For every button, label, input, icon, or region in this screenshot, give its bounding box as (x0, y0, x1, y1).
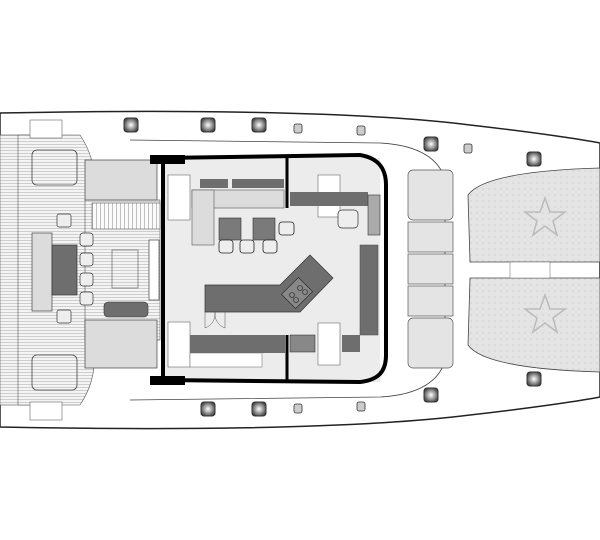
aft-step-bottom (29, 401, 63, 421)
cockpit-dining-table (51, 244, 78, 296)
trampoline-starboard (467, 277, 600, 373)
dark-counter-top (290, 192, 368, 206)
starfish-logo (522, 195, 568, 334)
centre-beam (509, 261, 551, 279)
helm-console (367, 194, 381, 236)
aft-hatch-top (31, 149, 78, 186)
cockpit-lounger (111, 249, 139, 289)
cooktop (281, 277, 313, 309)
galley-sink (289, 334, 316, 353)
cockpit-side-bench (148, 239, 160, 301)
galley-door-swing (204, 311, 226, 329)
saloon-stools (218, 221, 295, 254)
saloon-shelf-2 (232, 179, 284, 188)
cockpit-bench-dark (103, 301, 149, 318)
galley-counter-fwd (342, 335, 360, 352)
wall-post-top (150, 155, 185, 164)
cockpit-sofa (31, 232, 53, 312)
cockpit-cabinet-top (84, 159, 158, 201)
deck-portlights (123, 117, 542, 417)
cockpit-cabinet-bottom (84, 319, 158, 369)
aft-step-top (29, 119, 63, 139)
saloon-sofa-return (191, 189, 215, 246)
deck-vents (293, 123, 473, 414)
aft-hatch-bottom (31, 354, 78, 391)
saloon-tables (218, 217, 276, 241)
dark-counter-side (359, 244, 379, 336)
saloon-walls (159, 152, 388, 385)
cockpit-steps (91, 202, 161, 230)
galley-counter-light (189, 352, 263, 368)
cockpit-chairs (56, 213, 94, 324)
galley-counter-bottom (190, 335, 285, 353)
helm-chair (337, 209, 359, 229)
cooktop-burners (289, 285, 308, 303)
trampoline-port (467, 167, 600, 263)
wall-post-bottom (150, 376, 185, 385)
saloon-shelf (200, 179, 228, 188)
forward-deck-hatches (407, 169, 454, 369)
